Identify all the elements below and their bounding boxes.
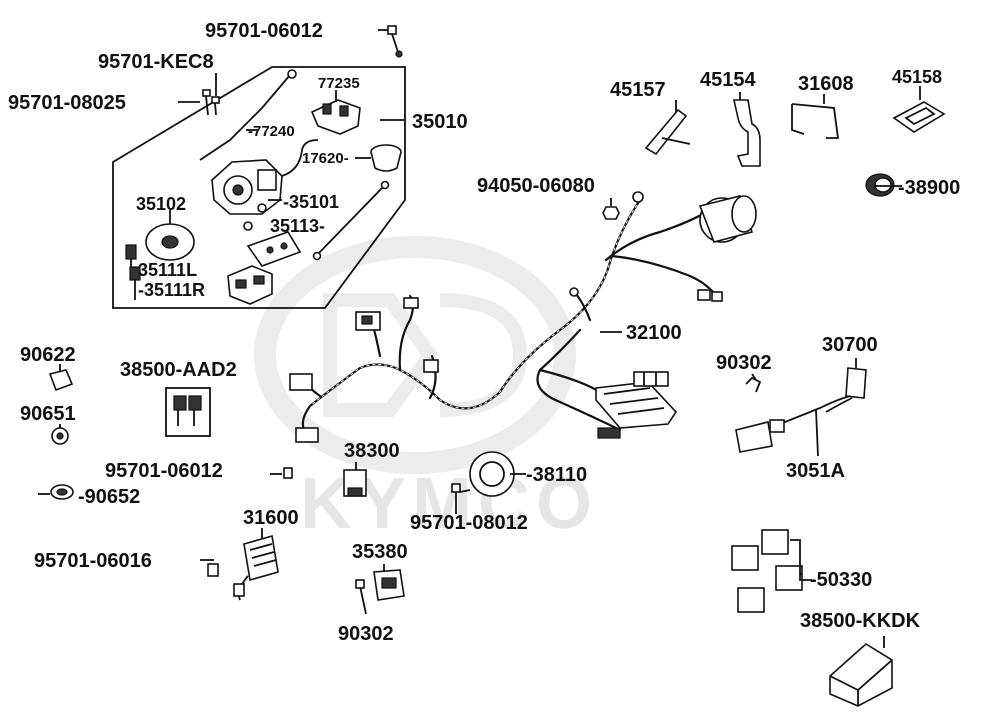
relay-38500-aad2	[165, 387, 211, 437]
relay-38900	[865, 173, 895, 197]
label-35380: 35380	[352, 541, 408, 563]
regulator-31600	[200, 528, 279, 601]
clip-90302-right	[745, 373, 762, 393]
spark-plug-cap-30700	[735, 358, 867, 457]
label-35102: 35102	[136, 194, 186, 214]
label-50330: -50330	[810, 569, 872, 591]
label-95701-06016: 95701-06016	[34, 550, 152, 572]
bolt-95701-06012-top	[378, 25, 403, 58]
clamp-90652	[50, 484, 74, 500]
bracket-45158	[892, 86, 946, 133]
ignition-lock-35101	[211, 139, 319, 215]
lock-switch-module	[227, 265, 273, 305]
bolt-95701-08025	[178, 73, 220, 116]
label-31608: 31608	[798, 73, 854, 95]
lock-cover-plate	[243, 221, 302, 267]
label-95701-06012-mid: 95701-06012	[105, 460, 223, 482]
wire-harness-32100	[289, 191, 757, 443]
flasher-38300	[343, 462, 367, 497]
fuses-50330	[731, 529, 812, 613]
label-90651: 90651	[20, 403, 76, 425]
cable-77240	[199, 69, 297, 161]
label-90652: -90652	[78, 486, 140, 508]
switch-35380	[373, 564, 405, 601]
label-38110: -38110	[526, 464, 587, 486]
horn-38110	[459, 451, 515, 497]
label-35101: -35101	[283, 192, 339, 212]
label-32100: 32100	[626, 322, 682, 344]
label-77235: 77235	[318, 75, 360, 92]
bracket-45157	[644, 100, 691, 156]
label-90622: 90622	[20, 344, 76, 366]
label-38500-kkdk: 38500-KKDK	[800, 610, 921, 632]
cap-17620	[355, 144, 402, 172]
label-45154: 45154	[700, 69, 756, 91]
label-38900: -38900	[898, 177, 960, 199]
leader-lines	[38, 119, 902, 495]
label-38300: 38300	[344, 440, 400, 462]
label-90302-bottom: 90302	[338, 623, 394, 645]
label-95701-kec8: 95701-KEC8	[98, 51, 214, 73]
label-35010: 35010	[412, 111, 468, 133]
label-94050-06080: 94050-06080	[477, 175, 595, 197]
label-90302-right: 90302	[716, 352, 772, 374]
clip-90651	[51, 424, 69, 445]
ignition-kit-frame	[112, 66, 406, 309]
label-38500-aad2: 38500-AAD2	[120, 359, 237, 381]
label-30700: 30700	[822, 334, 878, 356]
bolt-90302-bottom	[355, 579, 367, 615]
module-38500-kkdk	[829, 636, 893, 707]
nut-94050-06080	[602, 198, 620, 220]
label-31600: 31600	[243, 507, 299, 529]
label-95701-06012-top: 95701-06012	[205, 20, 323, 42]
label-35111r: -35111R	[138, 280, 205, 300]
label-17620: 17620-	[302, 150, 349, 167]
rod-35113	[312, 180, 390, 261]
label-95701-08025: 95701-08025	[8, 92, 126, 114]
label-35113: 35113-	[270, 216, 325, 236]
label-77240: -77240	[248, 123, 295, 140]
label-3051a: 3051A	[786, 460, 845, 482]
label-95701-08012: 95701-08012	[410, 512, 528, 534]
label-35111l: 35111L	[138, 260, 197, 280]
bolt-95701-08012	[451, 483, 461, 514]
bracket-31608	[791, 94, 840, 139]
bracket-45154	[733, 92, 761, 167]
disc-35102	[145, 210, 195, 261]
bolt-95701-06012-mid	[270, 467, 293, 479]
clip-90622	[48, 364, 74, 392]
keys-35111	[125, 244, 141, 300]
label-45158: 45158	[892, 67, 942, 87]
label-45157: 45157	[610, 79, 666, 101]
bracket-77235	[310, 90, 361, 135]
